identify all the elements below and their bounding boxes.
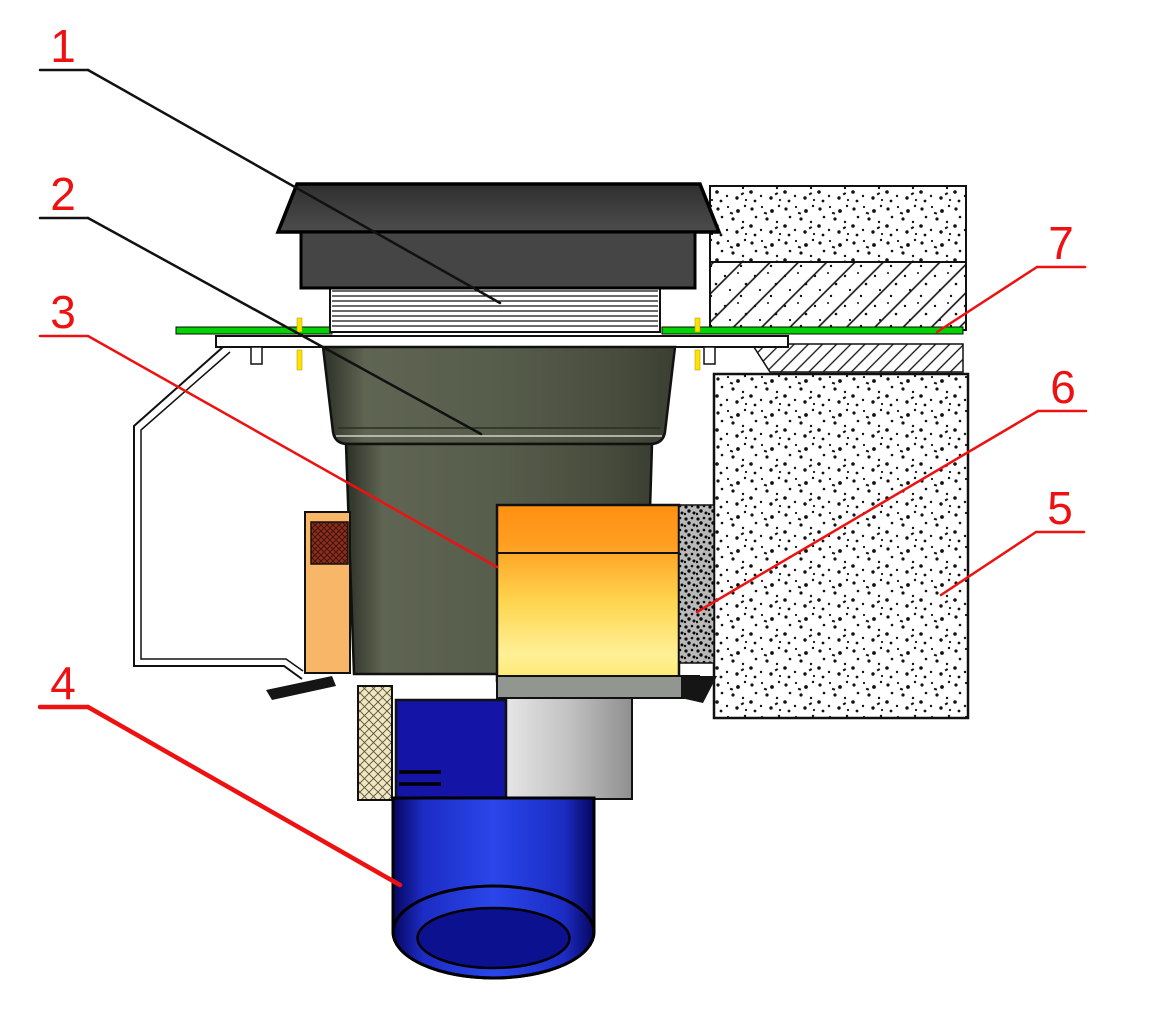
callout-4-label: 4 (50, 657, 76, 709)
building-structure (709, 185, 970, 720)
outlet-sleeve-orange (495, 503, 681, 683)
waterproofing-membrane-right (661, 326, 964, 335)
perimeter-seal-strip (678, 504, 715, 664)
pipe-coupling (394, 698, 508, 800)
thin-hatched-layer (750, 343, 964, 373)
callout-5-leader (939, 530, 1038, 597)
callout-2-leader (86, 216, 483, 436)
cover-skirt (299, 230, 697, 290)
callout-6: 6 (695, 361, 1088, 614)
callout-6-label: 6 (1050, 361, 1076, 413)
flange-tab (703, 346, 716, 365)
yellow-marker (296, 349, 303, 371)
callout-1-label: 1 (50, 20, 76, 72)
drain-assembly (266, 182, 722, 980)
pipe-rim (391, 884, 596, 980)
callout-7-label: 7 (1048, 217, 1074, 269)
clamp-rubber-pad (310, 521, 349, 565)
callout-5: 5 (939, 482, 1086, 597)
callouts: 1 2 3 4 5 6 7 (37, 20, 1088, 888)
drain-funnel-upper (321, 345, 677, 446)
callout-5-label: 5 (1047, 482, 1073, 534)
callout-6-leader (695, 409, 1040, 614)
collar-body (329, 283, 661, 333)
support-block-gray (505, 697, 633, 800)
waterproofing-membrane-left (175, 326, 333, 335)
clamping-flange-plate (215, 335, 789, 348)
callout-3-leader (86, 334, 499, 569)
flange-tab (250, 346, 263, 365)
discharge-pipe (391, 796, 596, 980)
callout-3: 3 (38, 286, 499, 569)
crosshatch-gasket-strip (357, 685, 393, 801)
screed-speckle-overlay (710, 262, 966, 330)
callout-4: 4 (37, 657, 403, 888)
collar-ribs (332, 290, 658, 327)
membrane-edge-inner (140, 351, 304, 672)
callout-7: 7 (935, 217, 1087, 334)
callout-1-leader (86, 68, 502, 305)
concrete-slab-right (712, 372, 970, 720)
callout-1: 1 (38, 20, 502, 305)
yellow-marker (694, 317, 701, 333)
cover-top (275, 182, 722, 234)
pipe-barrel (391, 796, 596, 932)
callout-3-label: 3 (50, 286, 76, 338)
yellow-marker (296, 317, 303, 333)
height-adjustment-collar (329, 283, 661, 333)
concrete-block-top-right (709, 185, 967, 263)
base-flange-band (496, 675, 700, 699)
callout-2-label: 2 (50, 168, 76, 220)
yellow-marker (694, 349, 701, 371)
seal-wedge-right (681, 676, 717, 703)
callout-2: 2 (38, 168, 483, 436)
membrane-wedge-left (266, 676, 336, 700)
pipe-opening (416, 906, 571, 970)
callout-7-leader (935, 265, 1039, 334)
floor-grate-cover (275, 182, 722, 290)
membrane-edge-outer (133, 346, 303, 680)
callout-4-leader (85, 704, 403, 888)
